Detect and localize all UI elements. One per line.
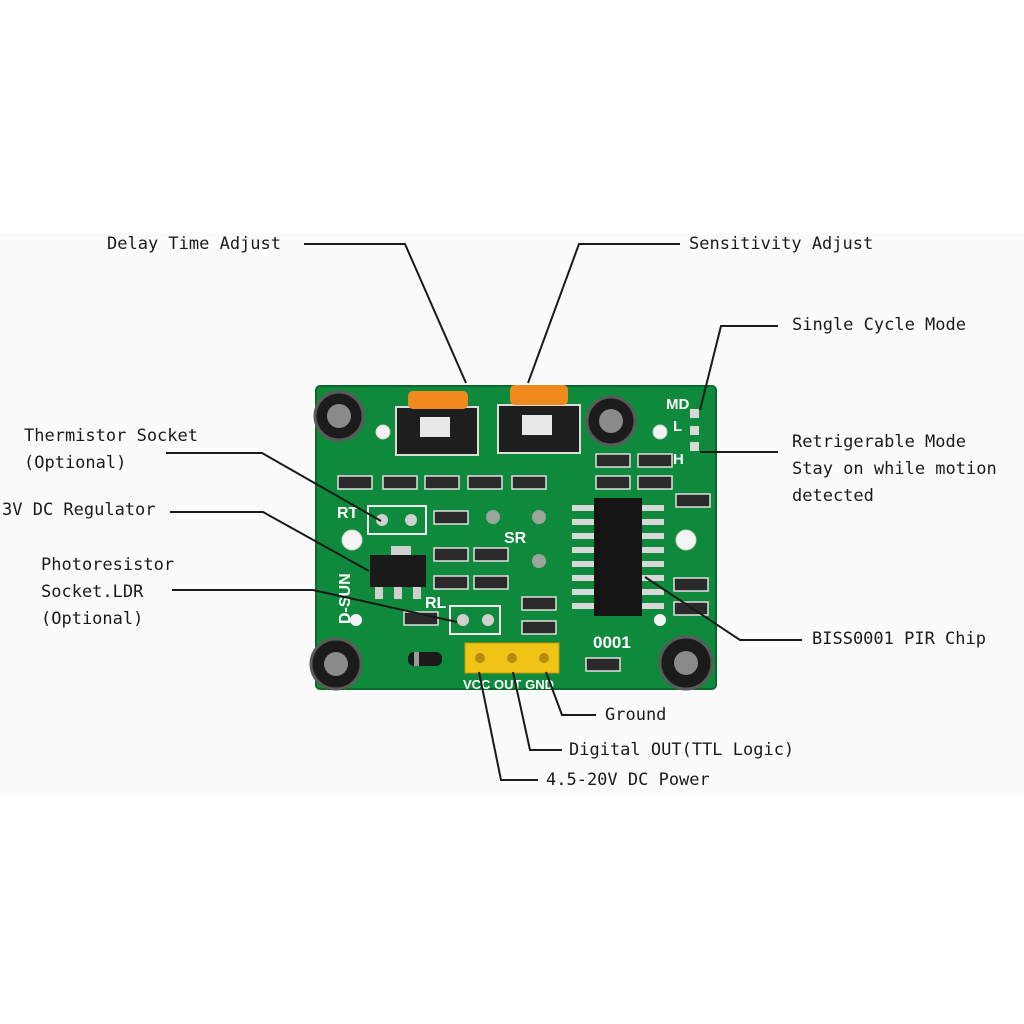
silk-sr: SR	[504, 530, 527, 547]
diode	[408, 652, 442, 666]
label-retriggerable-desc-1: Stay on while motion	[792, 459, 997, 479]
capacitor	[309, 637, 363, 691]
capacitor	[658, 635, 714, 691]
mounting-hole	[350, 614, 362, 626]
voltage-regulator	[370, 546, 426, 599]
capacitor	[585, 395, 637, 447]
label-photoresistor-socket: Socket.LDR	[41, 582, 144, 602]
leader-regulator	[170, 511, 370, 572]
label-digital-out: Digital OUT(TTL Logic)	[569, 740, 795, 760]
sensitivity-potentiometer[interactable]	[497, 385, 581, 454]
label-dc-power: 4.5-20V DC Power	[546, 770, 710, 790]
silk-chip-code: 0001	[593, 633, 631, 652]
leader-ground	[545, 671, 596, 716]
label-3v-regulator: 3V DC Regulator	[2, 500, 156, 520]
silk-pins: VCC OUT GND	[463, 677, 554, 692]
mounting-hole	[375, 424, 391, 440]
leader-chip	[644, 576, 802, 641]
solder-pads	[486, 510, 546, 568]
leader-sensitivity	[527, 243, 680, 384]
label-delay-time-adjust: Delay Time Adjust	[107, 234, 281, 254]
pir-module-board: MD L H RT SR RL D-SUN 0001 VCC OUT GND	[309, 385, 717, 692]
leader-photoresistor	[172, 589, 458, 623]
silk-rt: RT	[337, 505, 359, 522]
label-single-cycle-mode: Single Cycle Mode	[792, 315, 966, 335]
mounting-hole	[652, 424, 668, 440]
label-ground: Ground	[605, 705, 667, 725]
delay-time-potentiometer[interactable]	[395, 391, 479, 456]
biss0001-chip	[572, 498, 664, 616]
leader-lines	[166, 243, 802, 781]
label-sensitivity-adjust: Sensitivity Adjust	[689, 234, 874, 254]
thermistor-socket	[367, 505, 427, 535]
silk-brand: D-SUN	[337, 573, 354, 624]
label-retriggerable-desc-2: detected	[792, 486, 874, 506]
leader-digital-out	[512, 671, 562, 751]
silk-rl: RL	[425, 595, 447, 612]
label-thermistor-optional: (Optional)	[24, 453, 127, 473]
pin-header[interactable]	[464, 642, 560, 674]
label-retriggerable-mode: Retrigerable Mode	[792, 432, 966, 452]
leader-delay-time	[304, 243, 467, 384]
smd-components	[337, 453, 711, 672]
leader-power	[478, 671, 538, 781]
label-photoresistor: Photoresistor	[41, 555, 175, 575]
silk-h: H	[673, 451, 684, 468]
silk-l: L	[673, 418, 682, 435]
capacitor	[313, 390, 365, 442]
leader-thermistor	[166, 452, 382, 522]
label-thermistor-socket: Thermistor Socket	[24, 426, 198, 446]
mounting-hole	[341, 529, 363, 551]
silk-md: MD	[666, 396, 689, 413]
mounting-hole	[675, 529, 697, 551]
mode-jumper-pads[interactable]	[690, 409, 699, 451]
label-biss0001-chip: BISS0001 PIR Chip	[812, 629, 986, 649]
label-photoresistor-optional: (Optional)	[41, 609, 144, 629]
mounting-hole	[654, 614, 666, 626]
leader-single-cycle	[699, 325, 778, 411]
